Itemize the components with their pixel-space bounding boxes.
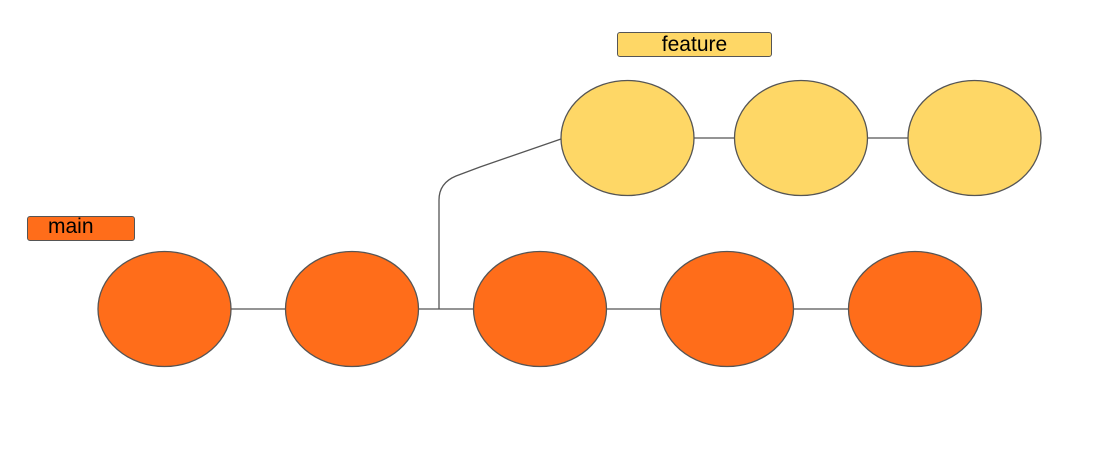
feature-commit-1[interactable] (560, 79, 695, 197)
main-branch-commits (97, 250, 983, 368)
main-commit-1[interactable] (97, 250, 232, 368)
main-commit-5[interactable] (847, 250, 983, 368)
feature-commit-3[interactable] (907, 79, 1042, 197)
main-commit-2[interactable] (284, 250, 420, 368)
branch-fork-edge (438, 138, 562, 309)
main-branch-label: main (27, 216, 135, 241)
main-commit-3[interactable] (472, 250, 608, 368)
main-commit-4[interactable] (659, 250, 795, 368)
feature-commit-2[interactable] (733, 79, 869, 197)
feature-branch-label: feature (617, 32, 772, 57)
feature-branch-commits (560, 79, 1042, 197)
